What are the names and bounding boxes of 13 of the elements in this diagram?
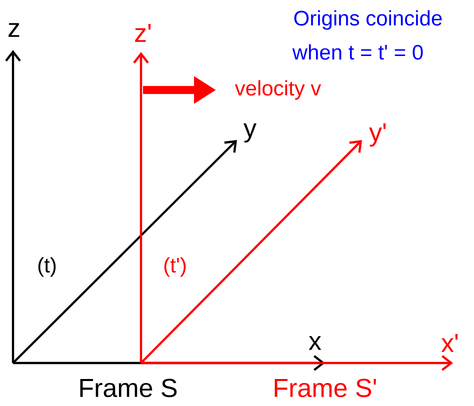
axis-label: z' (135, 24, 151, 42)
axis-label: x' (441, 334, 458, 352)
axis-label: Frame S (80, 378, 177, 398)
axis-label: when t = t' = 0 (292, 44, 423, 60)
axis-label: z (8, 23, 20, 37)
axis-label: Frame S' (274, 378, 376, 398)
axis-label: (t') (164, 257, 186, 277)
axis-label: y' (369, 123, 386, 147)
axis-label: Origins coincide (294, 10, 442, 30)
axis-label: y (244, 123, 256, 143)
axis-label: velocity v (234, 80, 322, 100)
axis-label: x (308, 336, 322, 350)
axis-label: (t) (38, 257, 56, 277)
